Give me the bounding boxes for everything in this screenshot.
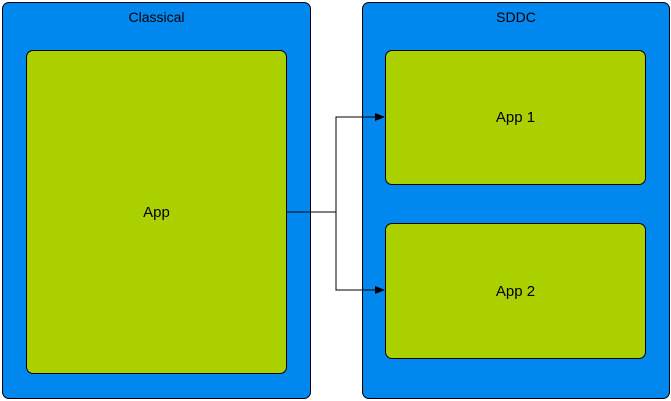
app-1-label: App 1 (495, 109, 536, 126)
app-box: App (26, 50, 287, 374)
classical-title: Classical (128, 9, 185, 25)
app-label: App (143, 203, 170, 221)
app-1-box: App 1 (385, 50, 646, 185)
sddc-title: SDDC (496, 9, 536, 25)
app-2-box: App 2 (385, 223, 646, 359)
app-2-label: App 2 (495, 282, 536, 300)
